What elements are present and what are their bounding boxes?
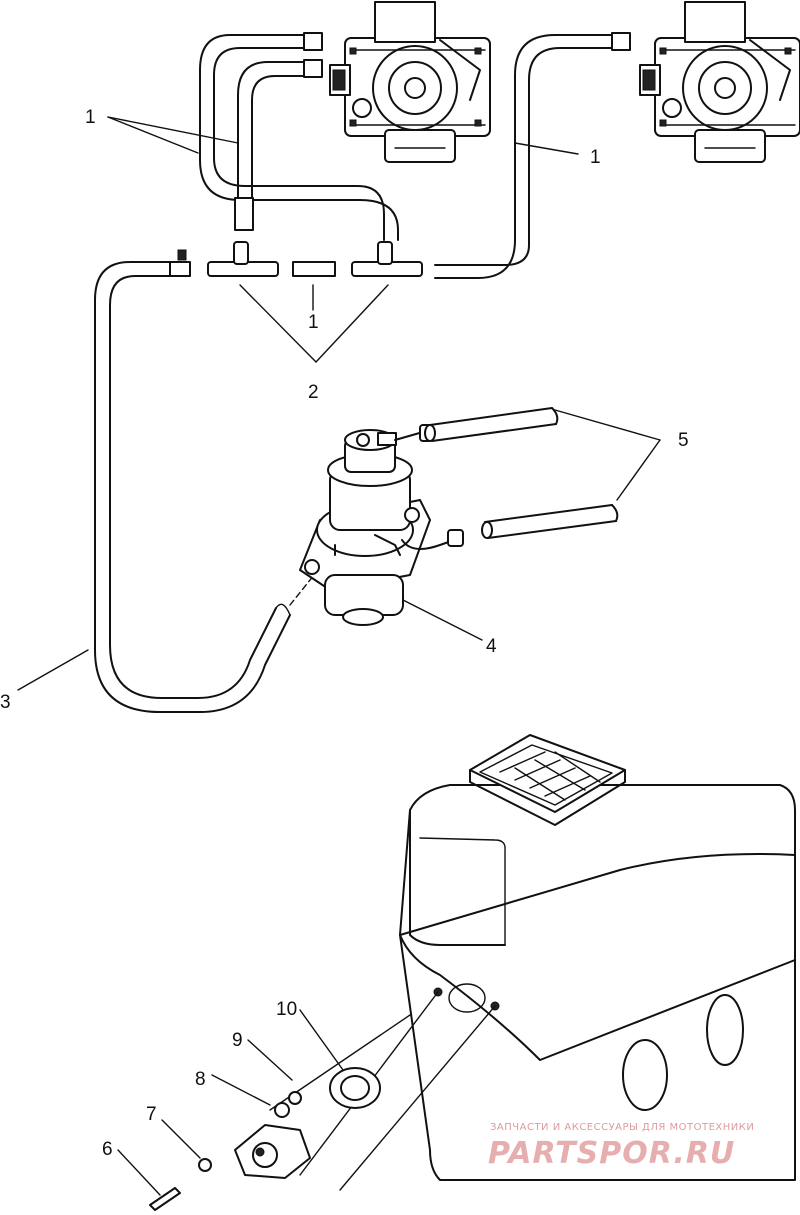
callout-2: 2 [308,382,319,403]
fuel-tank [399,734,796,1181]
pulse-hoses [424,407,619,539]
vent-hoses [199,32,631,279]
watermark-tagline: ЗАПЧАСТИ И АКСЕССУАРЫ ДЛЯ МОТОТЕХНИКИ [490,1122,754,1133]
callout-6: 6 [102,1139,113,1160]
callout-4: 4 [486,636,497,657]
leader-lines [17,116,661,1196]
callout-3: 3 [0,692,11,713]
fuel-valve-assembly [149,991,496,1211]
fuel-line [94,261,331,713]
watermark-brand: PARTSPOR.RU [488,1136,735,1171]
watermark: ЗАПЧАСТИ И АКСЕССУАРЫ ДЛЯ МОТОТЕХНИКИ PA… [488,1122,754,1171]
callout-1-center: 1 [308,312,319,333]
callout-9: 9 [232,1030,243,1051]
carburetor-left [329,1,491,163]
callout-8: 8 [195,1069,206,1090]
callout-10: 10 [276,999,297,1020]
callout-7: 7 [146,1104,157,1125]
callout-1-left: 1 [85,107,96,128]
callout-labels: 1 1 1 2 5 4 3 10 9 8 7 6 [0,107,689,1160]
carburetor-right [639,1,800,163]
callout-1-right: 1 [590,147,601,168]
fuel-pump [299,424,464,626]
tee-fittings [169,241,423,277]
callout-5: 5 [678,430,689,451]
